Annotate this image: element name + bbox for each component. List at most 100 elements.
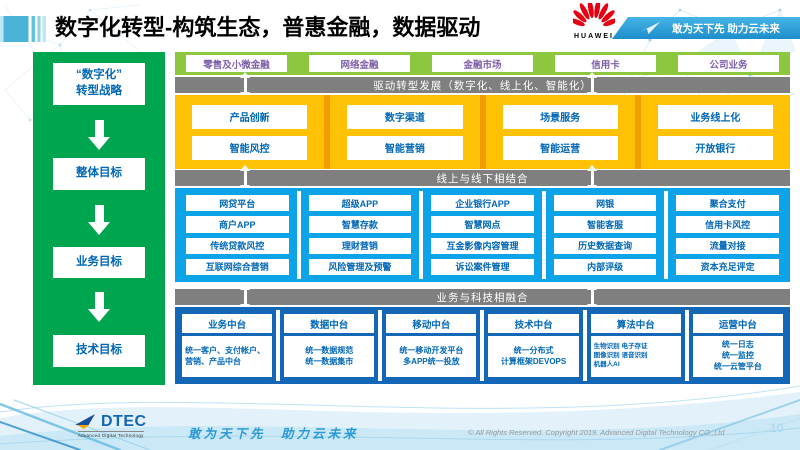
platform-name: 算法中台 xyxy=(590,314,681,333)
channel-column: 企业银行APP 智慧网点 互金影像内容管理 诉讼案件管理 xyxy=(423,191,542,279)
header-slogan-text: 敢为天下先 助力云未来 xyxy=(672,22,780,35)
platform-name: 数据中台 xyxy=(284,314,375,333)
page-title: 数字化转型-构筑生态，普惠金融，数据驱动 xyxy=(55,15,481,40)
channel-chip: 智慧网点 xyxy=(431,216,534,233)
channel-chip: 流量对接 xyxy=(676,237,779,254)
channel-column: 超级APP 智慧存款 理财营销 风险管理及预警 xyxy=(300,191,420,279)
capability-chip: 智能风控 xyxy=(192,135,308,160)
capability-chip: 智能运营 xyxy=(502,135,618,160)
huawei-logo: HUAWEI xyxy=(567,0,621,40)
banner-business-tech-fusion: 业务与科技相融合 xyxy=(175,284,790,310)
platform-detail: 统一客户、支付帐户、营销、产品中台 xyxy=(182,336,273,377)
capability-column: 产品创新 智能风控 xyxy=(175,95,324,169)
platform-detail: 统一移动开发平台 多APP统一投放 xyxy=(386,336,477,377)
banner-text: 业务与科技相融合 xyxy=(436,291,529,304)
double-vertical-arrow-icon xyxy=(586,165,598,191)
channel-chip: 超级APP xyxy=(308,195,412,212)
capability-chip: 业务线上化 xyxy=(657,104,773,129)
column-divider xyxy=(324,95,331,169)
capability-column: 数字渠道 智能营销 xyxy=(330,95,479,169)
business-line-chip: 零售及小微金融 xyxy=(186,55,287,72)
header-slogan-ribbon: 敢为天下先 助力云未来 xyxy=(612,17,800,39)
capability-column: 业务线上化 开放银行 xyxy=(641,95,790,169)
down-arrow-icon xyxy=(88,292,110,322)
strategy-step: “数字化” 转型战略 xyxy=(53,63,145,105)
strategy-step: 业务目标 xyxy=(53,247,145,278)
page-number: 10 xyxy=(770,421,784,435)
business-line-chip: 金融市场 xyxy=(432,55,533,72)
banner-drive-transformation: 驱动转型发展（数字化、线上化、智能化） xyxy=(175,72,790,98)
banner-text: 驱动转型发展（数字化、线上化、智能化） xyxy=(373,79,592,92)
channel-chip: 互联网综合营销 xyxy=(186,258,289,275)
channel-chip: 商户APP xyxy=(186,216,289,233)
platform-name: 移动中台 xyxy=(386,314,477,333)
platform-name: 运营中台 xyxy=(692,314,783,333)
double-vertical-arrow-icon xyxy=(239,72,251,98)
platform-column: 业务中台 统一客户、支付帐户、营销、产品中台 xyxy=(178,310,277,381)
channel-chip: 聚合支付 xyxy=(676,195,779,212)
capability-chip: 数字渠道 xyxy=(347,104,463,129)
huawei-flower-icon xyxy=(569,0,619,27)
platform-column: 技术中台 统一分布式 计算框架DEVOPS xyxy=(484,310,583,381)
platforms-band: 业务中台 统一客户、支付帐户、营销、产品中台 数据中台 统一数据规范 统一数据集… xyxy=(175,307,790,384)
channel-chip: 智能客服 xyxy=(553,216,657,233)
channel-column: 聚合支付 信用卡风控 流量对接 资本充足评定 xyxy=(668,191,787,279)
platform-name: 技术中台 xyxy=(488,314,579,333)
column-divider xyxy=(479,95,486,169)
channel-chip: 网贷平台 xyxy=(186,195,289,212)
banner-text: 线上与线下相结合 xyxy=(436,172,529,185)
platform-column: 移动中台 统一移动开发平台 多APP统一投放 xyxy=(382,310,481,381)
dtec-arrow-icon xyxy=(75,413,95,429)
capability-chip: 产品创新 xyxy=(192,104,308,129)
business-line-chip: 信用卡 xyxy=(555,55,656,72)
business-lines-band: 零售及小微金融 网络金融 金融市场 信用卡 公司业务 xyxy=(175,52,790,75)
capability-chip: 开放银行 xyxy=(657,135,773,160)
platform-detail: 统一日志 统一监控 统一云管平台 xyxy=(692,336,783,377)
platform-column: 算法中台 生物识别 电子存证 图像识别 语音识别 机器人AI xyxy=(586,310,685,381)
channel-chip: 传统贷款风控 xyxy=(186,237,289,254)
down-arrow-icon xyxy=(88,120,110,150)
dtec-logo: DTEC Advanced Digital Technology xyxy=(75,413,147,438)
strategy-step: 技术目标 xyxy=(53,335,145,367)
down-arrow-icon xyxy=(88,205,110,235)
strategy-sidebar: “数字化” 转型战略 整体目标 业务目标 技术目标 xyxy=(33,52,165,385)
strategy-step: 整体目标 xyxy=(53,158,145,190)
platform-detail: 统一分布式 计算框架DEVOPS xyxy=(488,336,579,377)
platform-detail: 统一数据规范 统一数据集市 xyxy=(284,336,375,377)
capabilities-band: 产品创新 智能风控 数字渠道 智能营销 场景服务 智能运营 业务线上化 开放银行 xyxy=(175,95,790,169)
double-vertical-arrow-icon xyxy=(239,165,251,191)
platform-detail: 生物识别 电子存证 图像识别 语音识别 机器人AI xyxy=(590,336,681,377)
channel-chip: 内部评级 xyxy=(553,258,657,275)
title-accent-bars xyxy=(0,16,46,42)
channel-chip: 智慧存款 xyxy=(308,216,412,233)
channel-chip: 网银 xyxy=(553,195,657,212)
footer-slogan: 敢为天下先 助力云未来 xyxy=(188,427,359,441)
channel-chip: 历史数据查询 xyxy=(553,237,657,254)
paper-plane-icon xyxy=(640,21,660,35)
copyright-text: © All Rights Reserved. Copyright 2019. A… xyxy=(468,428,725,437)
huawei-wordmark: HUAWEI xyxy=(574,33,614,40)
platform-name: 业务中台 xyxy=(182,314,273,333)
business-line-chip: 网络金融 xyxy=(309,55,410,72)
double-vertical-arrow-icon xyxy=(586,284,598,310)
channel-chip: 信用卡风控 xyxy=(676,216,779,233)
platform-column: 运营中台 统一日志 统一监控 统一云管平台 xyxy=(688,310,787,381)
column-divider xyxy=(634,95,641,169)
channel-chip: 风险管理及预警 xyxy=(308,258,412,275)
channel-column: 网贷平台 商户APP 传统贷款风控 互联网综合营销 xyxy=(178,191,297,279)
capability-chip: 场景服务 xyxy=(502,104,618,129)
double-vertical-arrow-icon xyxy=(239,284,251,310)
double-vertical-arrow-icon xyxy=(586,72,598,98)
business-line-chip: 公司业务 xyxy=(678,55,779,72)
channel-chip: 互金影像内容管理 xyxy=(431,237,534,254)
channel-chip: 理财营销 xyxy=(308,237,412,254)
banner-online-offline: 线上与线下相结合 xyxy=(175,165,790,191)
channel-chip: 诉讼案件管理 xyxy=(431,258,534,275)
channel-chip: 企业银行APP xyxy=(431,195,534,212)
capability-chip: 智能营销 xyxy=(347,135,463,160)
channel-chip: 资本充足评定 xyxy=(676,258,779,275)
platform-column: 数据中台 统一数据规范 统一数据集市 xyxy=(280,310,379,381)
dtec-subtitle: Advanced Digital Technology xyxy=(77,431,144,438)
capability-column: 场景服务 智能运营 xyxy=(486,95,635,169)
